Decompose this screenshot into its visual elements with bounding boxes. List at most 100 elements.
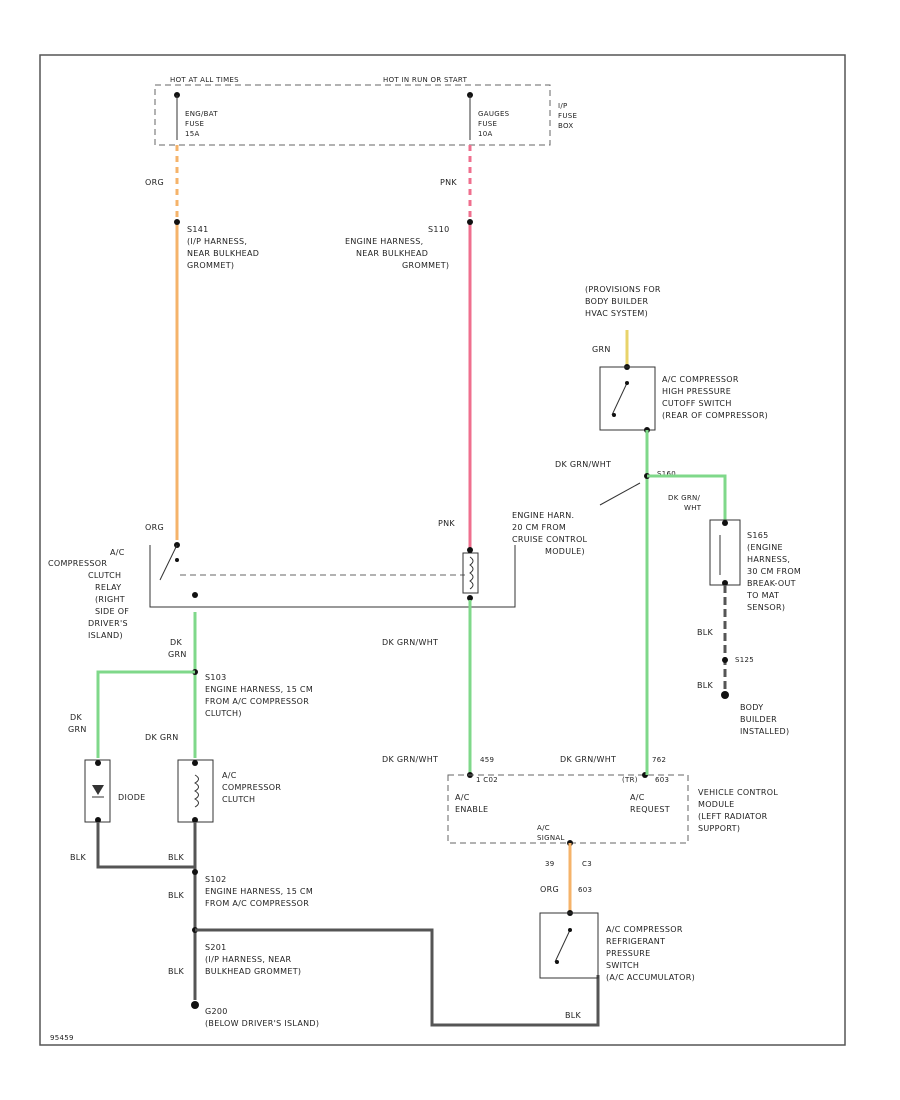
clutch-feed-circuit: DK GRN S103 ENGINE HARNESS, 15 CM FROM A… (68, 612, 313, 758)
relay-coil-winding (469, 556, 474, 590)
refrig-label-3: PRESSURE (606, 949, 650, 958)
refrig-switch-body (539, 912, 599, 979)
signal-circuit: 603 (578, 886, 592, 894)
hp-switch-arm (611, 382, 628, 416)
s165-id: S165 (747, 531, 769, 540)
pink-wire-label-top: PNK (440, 178, 457, 187)
vehicle-control-module: 459 1 C02 A/C ENABLE DK GRN/WHT 762 (TR)… (447, 755, 778, 844)
relay-contact-arm (159, 544, 178, 581)
s102-node (192, 869, 198, 875)
orange-wire-label-top: ORG (145, 178, 164, 187)
s103-line2: FROM A/C COMPRESSOR (205, 697, 309, 706)
s165-top-pin (722, 520, 728, 526)
s141-line3: GROMMET) (187, 261, 234, 270)
cruise-label-2: 20 CM FROM (512, 523, 566, 532)
fuse-left-name: ENG/BAT (185, 110, 218, 118)
provision-label-2: BODY BUILDER (585, 297, 648, 306)
vcm-request-label-1: A/C (630, 793, 645, 802)
s102-id: S102 (205, 875, 227, 884)
clutch-label-2: COMPRESSOR (222, 783, 281, 792)
s165-line4: BREAK-OUT (747, 579, 796, 588)
vcm-enable-label-1: A/C (455, 793, 470, 802)
provision-label-3: HVAC SYSTEM) (585, 309, 648, 318)
s165-line5: TO MAT (746, 591, 779, 600)
relay-label-6: SIDE OF (95, 607, 129, 616)
s201-line1: (I/P HARNESS, NEAR (205, 955, 291, 964)
s125-id: S125 (735, 656, 754, 664)
clutch-relay: A/C COMPRESSOR CLUTCH RELAY (RIGHT SIDE … (48, 542, 516, 640)
enable-wire-label-bottom: DK GRN/WHT (382, 755, 438, 764)
relay-output-label-1: DK (170, 638, 182, 647)
diode-symbol (92, 785, 104, 795)
fuse-box-name-2: FUSE (558, 112, 577, 120)
provision-wire-label: GRN (592, 345, 611, 354)
diode-top-pin (95, 760, 101, 766)
orange-circuit: ORG S141 (I/P HARNESS, NEAR BULKHEAD GRO… (145, 145, 259, 540)
s141-id: S141 (187, 225, 209, 234)
pink-wire-label-bottom: PNK (438, 519, 455, 528)
vcm-request-pin: (TR) (622, 776, 638, 784)
s110-id: S110 (428, 225, 450, 234)
clutch-top-pin (192, 760, 198, 766)
clutch-wire-label: DK GRN (145, 733, 179, 742)
refrigerant-switch-circuit: A/C SIGNAL 39 C3 ORG 603 A/C COMPRESSOR … (537, 824, 695, 982)
relay-label-3: CLUTCH (88, 571, 121, 580)
s160-branch-label-1: DK GRN/ (668, 494, 701, 502)
fuse-right-type: FUSE (478, 120, 497, 128)
hp-switch-body (599, 366, 656, 431)
refrig-ground-label: BLK (565, 1011, 582, 1020)
fuse-hot-left: HOT AT ALL TIMES (170, 76, 239, 84)
cruise-label-4: MODULE) (545, 547, 585, 556)
vcm-enable-circuit: 459 (480, 756, 494, 764)
s160-id: S160 (657, 470, 676, 478)
s141-line2: NEAR BULKHEAD (187, 249, 259, 258)
refrig-switch-contact-top (568, 928, 572, 932)
enable-circuit: DK GRN/WHT DK GRN/WHT (382, 600, 473, 778)
refrig-label-5: (A/C ACCUMULATOR) (606, 973, 695, 982)
ground-splices: BLK S102 ENGINE HARNESS, 15 CM FROM A/C … (168, 869, 600, 1028)
refrig-label-2: REFRIGERANT (606, 937, 665, 946)
compressor-clutch: A/C COMPRESSOR CLUTCH BLK (168, 759, 281, 1000)
fuse-left-rating: 15A (185, 130, 200, 138)
s160-branch-label-2: WHT (684, 504, 702, 512)
diode-ground-label: BLK (70, 853, 87, 862)
vcm-enable-pin: 1 C02 (476, 776, 498, 784)
relay-label-1: A/C (110, 548, 125, 557)
g200-location: (BELOW DRIVER'S ISLAND) (205, 1019, 319, 1028)
refrig-label-1: A/C COMPRESSOR (606, 925, 683, 934)
s160-branch-wire (647, 474, 727, 520)
figure-id: 95459 (50, 1034, 74, 1042)
diode-wire-label-2: GRN (68, 725, 87, 734)
hp-label-1: A/C COMPRESSOR (662, 375, 739, 384)
s110-node (467, 219, 473, 225)
relay-coil-top (467, 547, 473, 553)
cruise-label-3: CRUISE CONTROL (512, 535, 588, 544)
provision-label-1: (PROVISIONS FOR (585, 285, 661, 294)
s102-line1: ENGINE HARNESS, 15 CM (205, 887, 313, 896)
g200-id: G200 (205, 1007, 228, 1016)
s165-bottom-pin (722, 580, 728, 586)
s103-id: S103 (205, 673, 227, 682)
relay-label-5: (RIGHT (95, 595, 125, 604)
high-pressure-switch-circuit: (PROVISIONS FOR BODY BUILDER HVAC SYSTEM… (512, 285, 768, 775)
diagram-frame (39, 54, 846, 1046)
hp-switch-contact-bottom (612, 413, 616, 417)
fuse-box-outline (154, 84, 551, 146)
diode-bottom-pin (95, 817, 101, 823)
refrig-switch-contact-bottom (555, 960, 559, 964)
cruise-label-1: ENGINE HARN. (512, 511, 574, 520)
relay-contact (175, 558, 179, 562)
s165-line1: (ENGINE (747, 543, 783, 552)
fuse-box-name-3: BOX (558, 122, 573, 130)
s165-body (709, 519, 741, 586)
vcm-request-circuit: 762 (652, 756, 666, 764)
cruise-leader (599, 482, 641, 506)
body-ground-1: BODY (740, 703, 763, 712)
hp-label-3: CUTOFF SWITCH (662, 399, 732, 408)
s165-line3: 30 CM FROM (747, 567, 801, 576)
hp-switch-contact-top (625, 381, 629, 385)
s110-line2: NEAR BULKHEAD (356, 249, 428, 258)
s102-line2: FROM A/C COMPRESSOR (205, 899, 309, 908)
s141-node (174, 219, 180, 225)
